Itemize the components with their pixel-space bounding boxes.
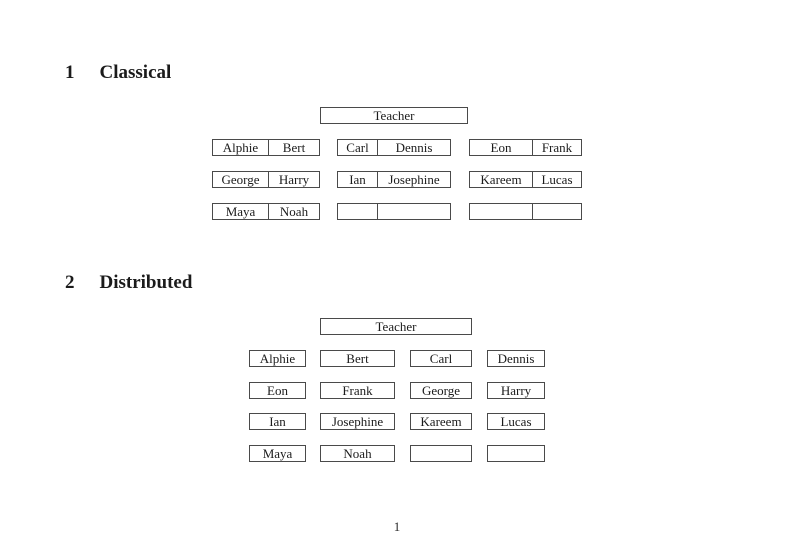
seat-box: Dennis xyxy=(487,350,545,367)
seat-box: Noah xyxy=(320,445,395,462)
seat-box: George xyxy=(410,382,472,399)
desk: George Harry xyxy=(212,171,320,188)
seat-box: Harry xyxy=(487,382,545,399)
seat-box: Bert xyxy=(320,350,395,367)
student-name: Dennis xyxy=(395,140,433,155)
section-heading-classical: 1 Classical xyxy=(65,63,171,83)
empty-seat xyxy=(470,204,533,219)
desk: Alphie Bert xyxy=(212,139,320,156)
student-name: Ian xyxy=(338,172,378,187)
desk: Carl Dennis xyxy=(337,139,451,156)
teacher-box: Teacher xyxy=(320,107,468,124)
seat-box: Josephine xyxy=(320,413,395,430)
page-number: 1 xyxy=(393,519,401,534)
section-number: 1 xyxy=(65,62,75,83)
student-name: Carl xyxy=(338,140,378,155)
empty-seat xyxy=(533,204,581,219)
section-title: Classical xyxy=(99,62,172,83)
section-heading-distributed: 2 Distributed xyxy=(65,273,192,293)
teacher-label: Teacher xyxy=(375,319,417,334)
empty-seat xyxy=(338,204,378,219)
desk: Maya Noah xyxy=(212,203,320,220)
seat-box: Alphie xyxy=(249,350,306,367)
seat-box: Carl xyxy=(410,350,472,367)
student-name: Noah xyxy=(279,204,309,219)
seat-box: Kareem xyxy=(410,413,472,430)
desk: Eon Frank xyxy=(469,139,582,156)
seat-box-empty xyxy=(487,445,545,462)
student-name: Maya xyxy=(213,204,269,219)
student-name: Frank xyxy=(541,140,573,155)
student-name: Alphie xyxy=(213,140,269,155)
student-name: Harry xyxy=(278,172,310,187)
desk-empty xyxy=(337,203,451,220)
student-name: Josephine xyxy=(388,172,440,187)
desk-empty xyxy=(469,203,582,220)
desk: Kareem Lucas xyxy=(469,171,582,188)
seat-box: Frank xyxy=(320,382,395,399)
desk: Ian Josephine xyxy=(337,171,451,188)
section-title: Distributed xyxy=(99,272,193,293)
student-name: George xyxy=(213,172,269,187)
seat-box-empty xyxy=(410,445,472,462)
seat-box: Ian xyxy=(249,413,306,430)
seat-box: Lucas xyxy=(487,413,545,430)
student-name: Bert xyxy=(282,140,306,155)
student-name: Eon xyxy=(470,140,533,155)
teacher-label: Teacher xyxy=(373,108,415,123)
student-name: Kareem xyxy=(470,172,533,187)
student-name: Lucas xyxy=(541,172,573,187)
seat-box: Eon xyxy=(249,382,306,399)
seat-box: Maya xyxy=(249,445,306,462)
empty-seat xyxy=(378,204,450,219)
section-number: 2 xyxy=(65,272,75,293)
teacher-box: Teacher xyxy=(320,318,472,335)
